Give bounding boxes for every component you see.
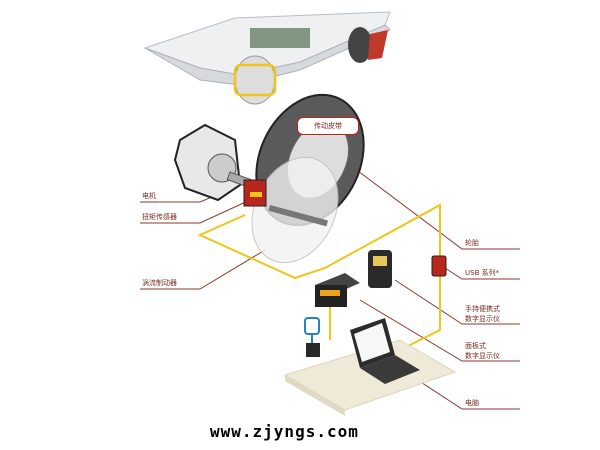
label-panel-line2: 数字显示仪 bbox=[465, 352, 500, 360]
belt-callout: 传动皮带 bbox=[297, 117, 359, 135]
watermark-url: www.zjyngs.com bbox=[210, 422, 359, 441]
label-handheld: 手持便携式数字显示仪 bbox=[465, 304, 500, 324]
label-panel-line1: 面板式 bbox=[465, 342, 486, 350]
label-torque-sensor: 扭矩传感器 bbox=[142, 213, 177, 221]
handheld-display bbox=[368, 250, 392, 288]
torque-sensor bbox=[243, 179, 267, 207]
label-handheld-line2: 数字显示仪 bbox=[465, 315, 500, 323]
label-usb: USB 系列* bbox=[465, 269, 500, 277]
label-motor: 电机 bbox=[142, 192, 156, 200]
motor bbox=[173, 123, 255, 202]
handheld-sensor bbox=[304, 317, 320, 357]
label-tire: 轮胎 bbox=[465, 239, 479, 247]
label-handheld-line1: 手持便携式 bbox=[465, 305, 500, 313]
panel-display bbox=[315, 273, 360, 307]
label-computer: 电脑 bbox=[465, 399, 479, 407]
car-illustration bbox=[143, 11, 391, 105]
usb-device bbox=[431, 255, 447, 277]
label-eddy-brake: 涡流制动器 bbox=[142, 279, 177, 287]
label-panel: 面板式数字显示仪 bbox=[465, 341, 500, 361]
laptop bbox=[350, 318, 420, 384]
leader-lines bbox=[140, 164, 520, 410]
